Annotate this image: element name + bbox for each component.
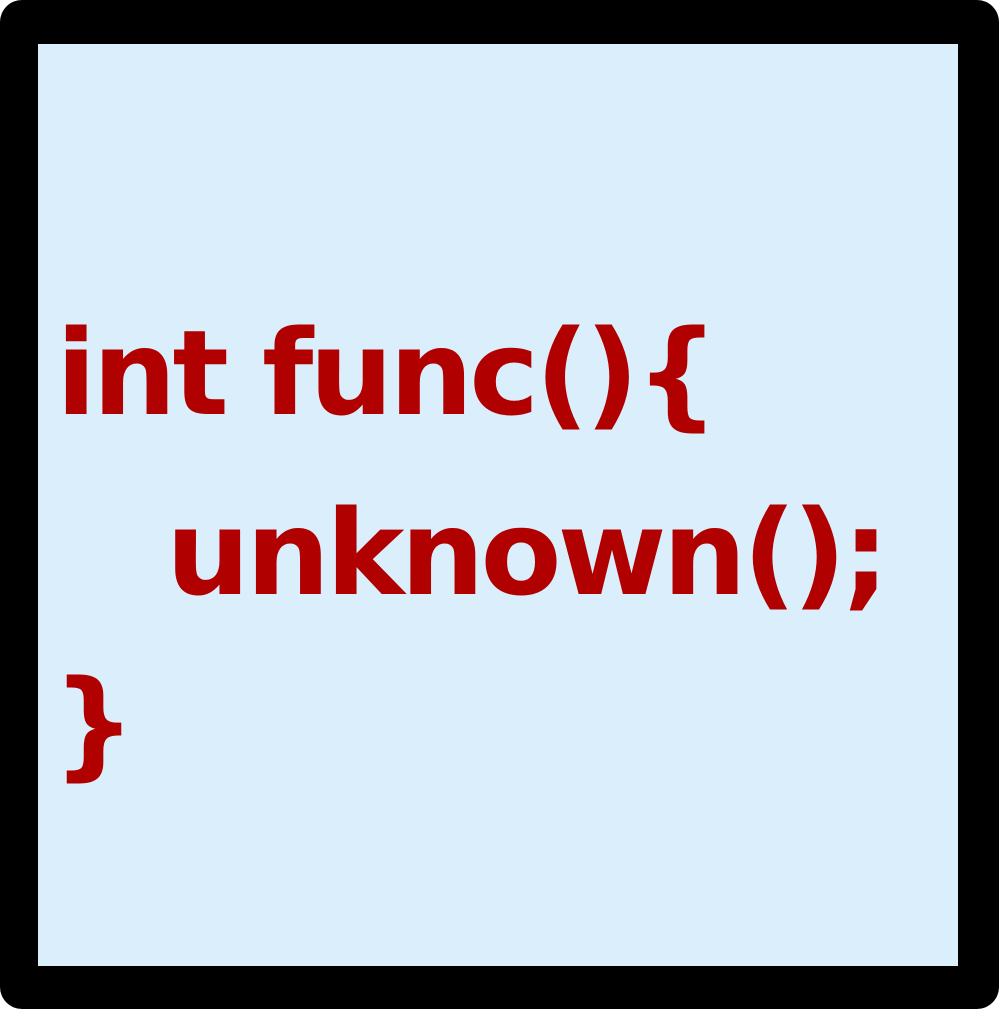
code-line-unknown-call: unknown(); [166,484,890,622]
code-line-closing-brace: } [52,654,136,792]
code-line-function-signature: int func(){ [56,304,719,442]
code-panel: int func(){ unknown(); } [38,44,958,966]
